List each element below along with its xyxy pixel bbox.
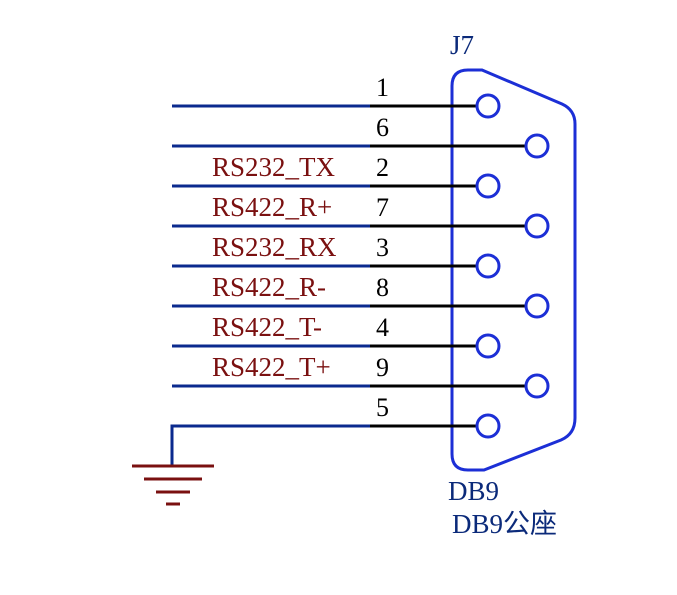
pin-3: 3 RS232_RX <box>172 232 501 279</box>
pin-9: 9 RS422_T+ <box>172 352 550 399</box>
pin-number: 2 <box>376 153 389 182</box>
pin-8: 8 RS422_R- <box>172 272 550 319</box>
net-label: RS232_RX <box>212 232 337 262</box>
pin-number: 8 <box>376 273 389 302</box>
pin-6-socket <box>524 133 550 159</box>
pin-number: 4 <box>376 313 389 342</box>
pin-8-socket <box>524 293 550 319</box>
pin-number: 9 <box>376 353 389 382</box>
pin-3-socket <box>475 253 501 279</box>
connector-part-name: DB9 <box>448 476 499 506</box>
net-label: RS422_R- <box>212 272 326 302</box>
pin-5-socket <box>475 413 501 439</box>
ground-icon <box>132 464 214 506</box>
net-label: RS422_R+ <box>212 192 332 222</box>
pin-7-socket <box>524 213 550 239</box>
pin-2-socket <box>475 173 501 199</box>
pin-1-socket <box>475 93 501 119</box>
pin-6: 6 <box>172 113 550 159</box>
connector-designator: J7 <box>450 30 474 60</box>
pin-number: 7 <box>376 193 389 222</box>
pin-number: 5 <box>376 393 389 422</box>
pin-9-socket <box>524 373 550 399</box>
pin-number: 6 <box>376 113 389 142</box>
pin-number: 1 <box>376 73 389 102</box>
pin-7: 7 RS422_R+ <box>172 192 550 239</box>
net-label: RS422_T- <box>212 312 322 342</box>
net-label: RS422_T+ <box>212 352 331 382</box>
pin-number: 3 <box>376 233 389 262</box>
pin-4: 4 RS422_T- <box>172 312 501 359</box>
pin-4-socket <box>475 333 501 359</box>
pin-5: 5 <box>170 393 501 466</box>
connector-description: DB9公座 <box>452 509 557 539</box>
net-label: RS232_TX <box>212 152 336 182</box>
pin-1: 1 <box>172 73 501 119</box>
db9-connector-body <box>450 68 577 472</box>
pin-2: 2 RS232_TX <box>172 152 501 199</box>
